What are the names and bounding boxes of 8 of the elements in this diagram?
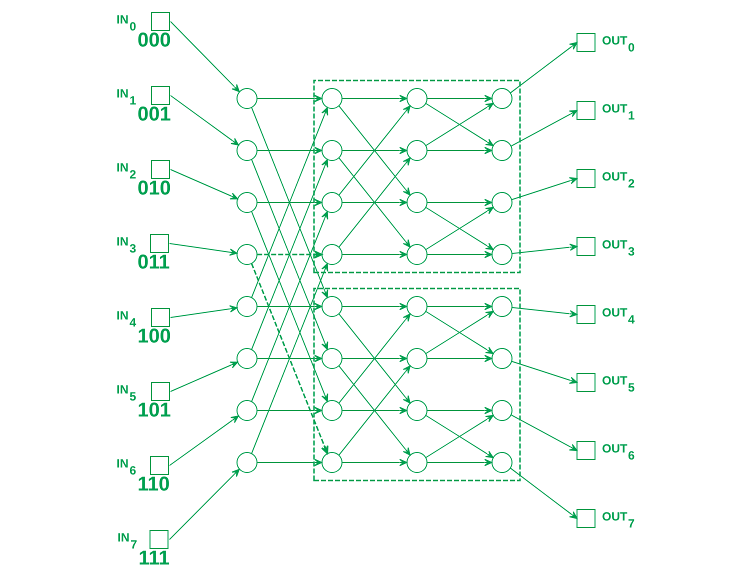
node-label: 101 xyxy=(138,400,171,422)
node-label: 010 xyxy=(138,178,171,200)
node-label: 001 xyxy=(138,104,171,126)
node-label: 110 xyxy=(138,474,170,496)
node-label: 000 xyxy=(138,30,171,52)
node-label: 011 xyxy=(138,252,170,274)
node-label: 111 xyxy=(138,548,170,570)
node-label: 100 xyxy=(138,326,171,348)
